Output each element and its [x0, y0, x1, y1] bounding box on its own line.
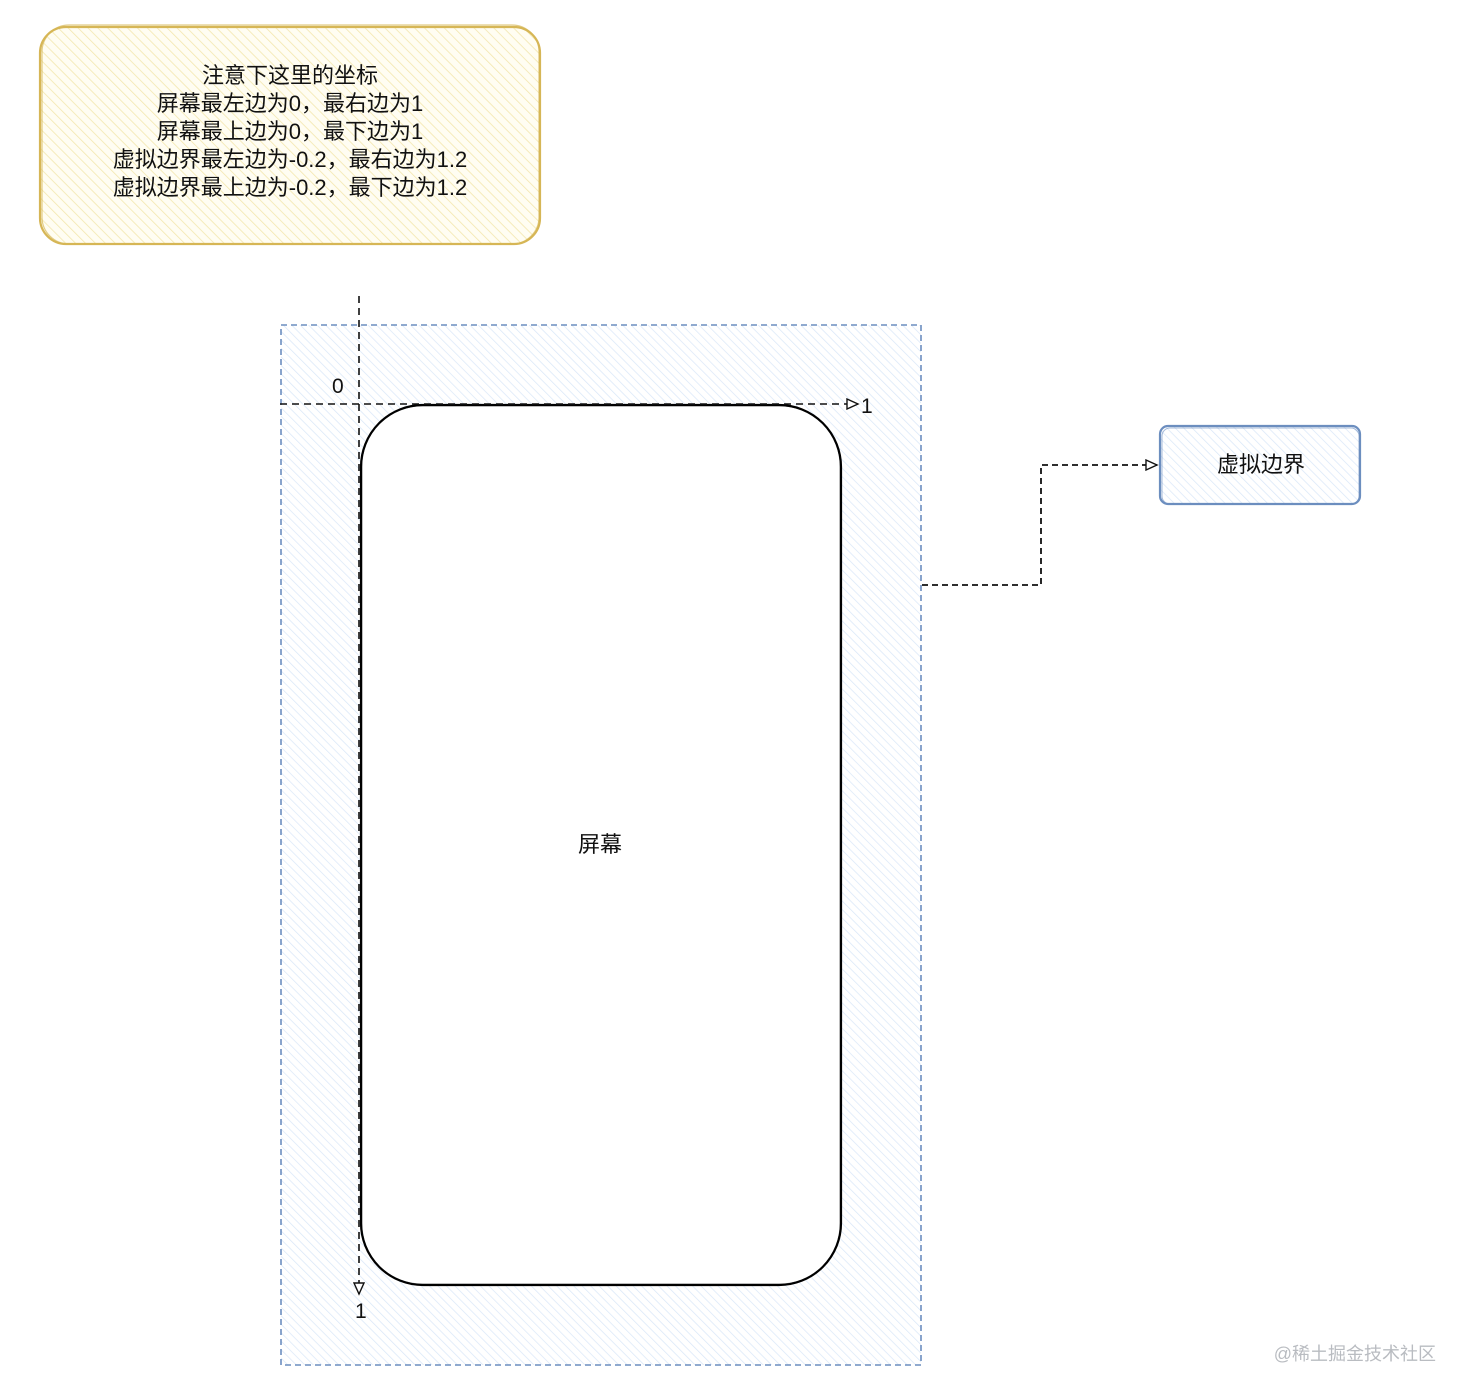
boundary-connector — [922, 465, 1157, 586]
note-line-4: 虚拟边界最左边为-0.2，最右边为1.2 — [112, 147, 468, 172]
y-axis-end-label: 1 — [355, 1300, 367, 1323]
axis-origin-label: 0 — [332, 375, 344, 398]
note-box — [38, 24, 542, 246]
watermark-text: @稀土掘金技术社区 — [1273, 1344, 1436, 1364]
note-text: 注意下这里的坐标 屏幕最左边为0，最右边为1 屏幕最上边为0，最下边为1 虚拟边… — [44, 62, 536, 202]
note-line-3: 屏幕最上边为0，最下边为1 — [156, 119, 424, 144]
note-line-2: 屏幕最左边为0，最右边为1 — [156, 91, 424, 116]
note-line-5: 虚拟边界最上边为-0.2，最下边为1.2 — [112, 175, 468, 200]
screen-shape — [359, 403, 843, 1287]
virtual-boundary-label: 虚拟边界 — [1216, 452, 1305, 477]
virtual-boundary-box — [1158, 424, 1362, 506]
note-line-1: 注意下这里的坐标 — [201, 63, 378, 88]
screen-label: 屏幕 — [577, 832, 622, 857]
x-axis-end-label: 1 — [861, 395, 873, 418]
